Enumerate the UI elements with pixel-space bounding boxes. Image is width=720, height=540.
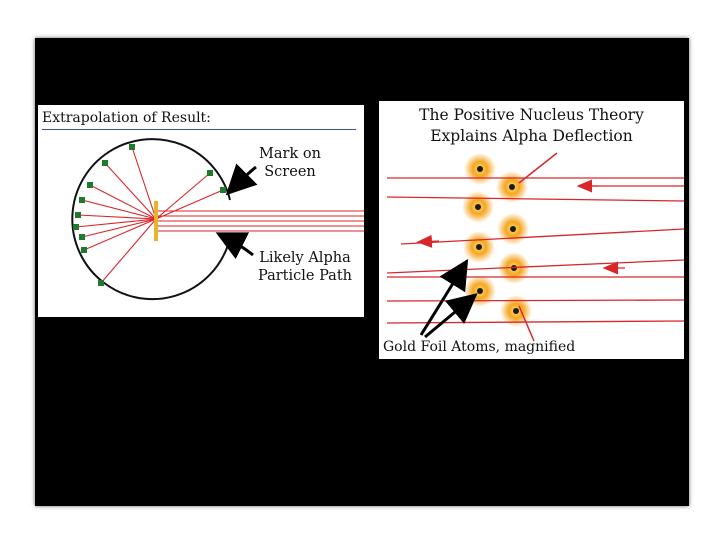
extrapolation-figure [38,105,364,317]
gold-foil-caption: Gold Foil Atoms, magnified [383,339,575,355]
alpha-particle-paths [387,178,684,323]
screen-marks [73,144,226,286]
gold-foil [154,201,158,241]
scattered-alpha-paths [76,147,223,283]
nucleus-theory-diagram: The Positive Nucleus Theory Explains Alp… [379,101,684,359]
extrapolation-diagram: Extrapolation of Result: [38,105,364,317]
incoming-alpha-paths [156,211,364,231]
label-mark-on-screen: Mark on Screen [250,145,330,181]
label-likely-alpha-path: Likely Alpha Particle Path [252,249,358,285]
gold-foil-figure [379,101,684,359]
